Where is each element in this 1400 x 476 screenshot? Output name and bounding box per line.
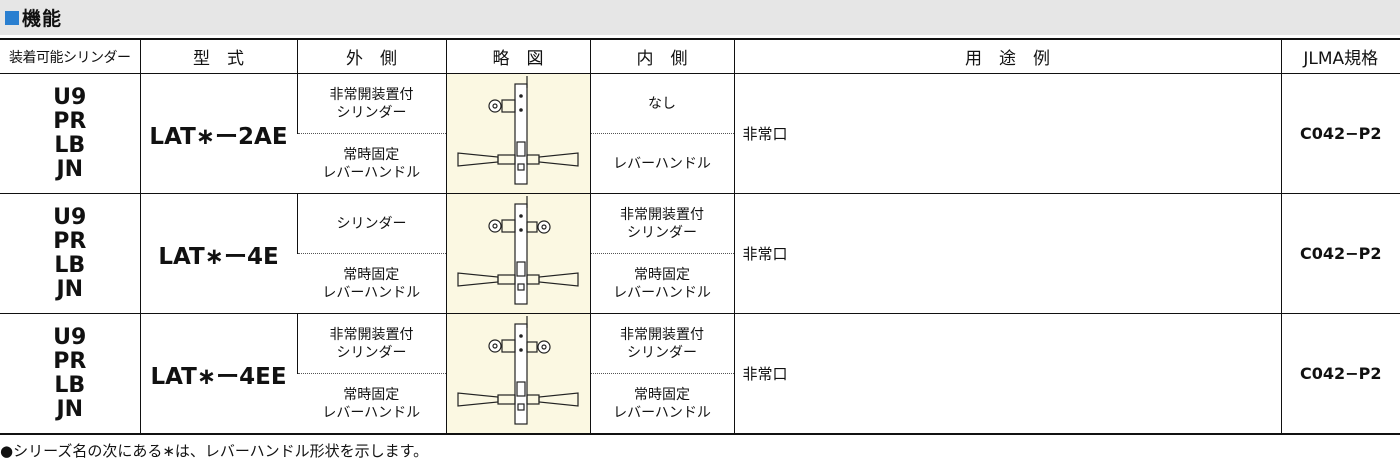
model-cell: LAT∗ー4E	[139, 193, 297, 314]
outside-bottom-cell: 常時固定 レバーハンドル	[297, 253, 446, 314]
inside-top-cell: なし	[589, 73, 734, 134]
series-name: JN	[56, 276, 84, 302]
model-cell: LAT∗ー2AE	[139, 73, 297, 194]
model-cell: LAT∗ー4EE	[139, 313, 297, 435]
inside-top-cell: 非常開装置付 シリンダー	[589, 193, 734, 254]
jlma-cell: C042−P2	[1280, 73, 1400, 194]
function-table: 装着可能シリンダー 型 式 外 側 略 図 内 側 用 途 例 JLMA規格 U…	[0, 38, 1400, 435]
footnote: ●シリーズ名の次にある∗は、レバーハンドル形状を示します。	[0, 442, 429, 460]
outside-top-cell: 非常開装置付 シリンダー	[296, 313, 446, 374]
usage-cell: 非常口	[733, 313, 1281, 435]
jlma-cell: C042−P2	[1280, 193, 1400, 314]
series-name: JN	[56, 156, 84, 182]
lock-diagram	[445, 193, 590, 314]
lock-diagram-icon	[457, 315, 579, 425]
outside-top-cell: 非常開装置付 シリンダー	[296, 73, 446, 134]
outside-bottom-cell: 常時固定 レバーハンドル	[297, 133, 446, 194]
series-name: U9	[53, 204, 87, 230]
col-header-outside: 外 側	[296, 38, 446, 74]
table-row-lower: 常時固定 レバーハンドル 常時固定 レバーハンドル	[0, 373, 1400, 435]
col-header-inside: 内 側	[589, 38, 734, 74]
section-header: 機能	[0, 0, 1400, 35]
inside-top-cell: 非常開装置付 シリンダー	[589, 313, 734, 374]
table-row-lower: 常時固定 レバーハンドル 常時固定 レバーハンドル	[0, 253, 1400, 314]
outside-bottom-cell: 常時固定 レバーハンドル	[297, 373, 446, 435]
inside-bottom-cell: 常時固定 レバーハンドル	[589, 253, 734, 314]
col-header-series: 装着可能シリンダー	[0, 38, 140, 74]
lock-diagram-icon	[457, 195, 579, 305]
table-header-row: 装着可能シリンダー 型 式 外 側 略 図 内 側 用 途 例 JLMA規格	[0, 38, 1400, 74]
lock-diagram	[445, 313, 590, 435]
col-header-model: 型 式	[139, 38, 297, 74]
lock-diagram-icon	[457, 75, 579, 185]
lock-diagram	[445, 73, 590, 194]
series-name: U9	[53, 84, 87, 110]
usage-cell: 非常口	[733, 193, 1281, 314]
series-name: PR	[53, 228, 87, 254]
jlma-cell: C042−P2	[1280, 313, 1400, 435]
series-name: LB	[54, 252, 86, 278]
section-title: 機能	[22, 8, 63, 30]
usage-cell: 非常口	[733, 73, 1281, 194]
series-name: U9	[53, 324, 87, 350]
square-bullet-icon	[5, 10, 19, 25]
series-name: LB	[54, 372, 86, 398]
series-name: PR	[53, 108, 87, 134]
col-header-diagram: 略 図	[445, 38, 590, 74]
outside-top-cell: シリンダー	[296, 193, 446, 254]
series-name: JN	[56, 396, 84, 422]
inside-bottom-cell: 常時固定 レバーハンドル	[589, 373, 734, 435]
series-name: LB	[54, 132, 86, 158]
inside-bottom-cell: レバーハンドル	[589, 133, 734, 194]
series-name: PR	[53, 348, 87, 374]
col-header-usage: 用 途 例	[733, 38, 1281, 74]
table-row-lower: 常時固定 レバーハンドル レバーハンドル	[0, 133, 1400, 194]
col-header-jlma: JLMA規格	[1280, 38, 1400, 74]
